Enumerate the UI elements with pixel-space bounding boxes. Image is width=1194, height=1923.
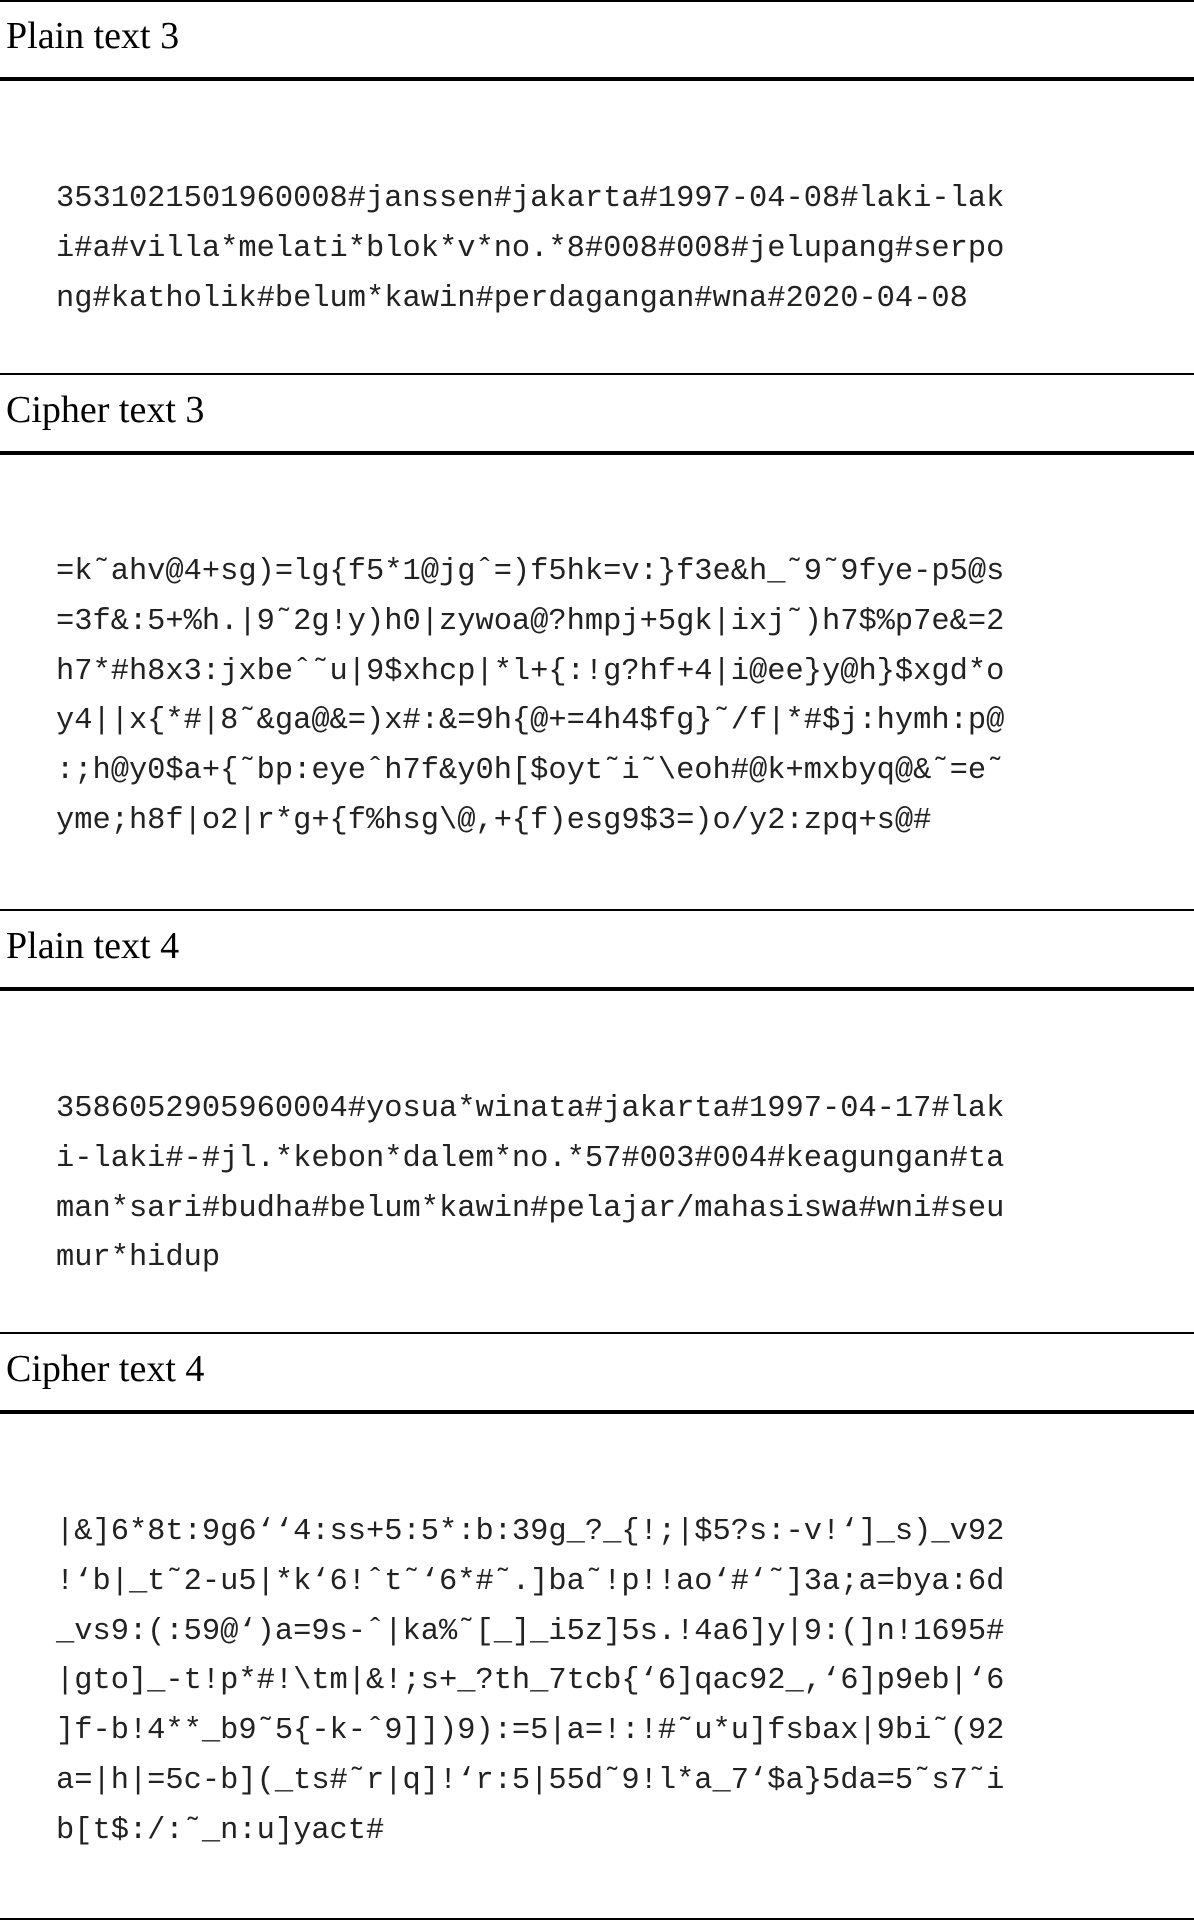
top-rule	[0, 0, 1194, 2]
section-heading-cipher-text-4: Cipher text 4	[6, 1348, 205, 1390]
text-line: 3586052905960004#yosua*winata#jakarta#19…	[56, 1092, 1005, 1126]
section-heading-plain-text-3: Plain text 3	[6, 15, 180, 57]
text-line: =k˜ahv@4+sg)=lg{f5*1@jgˆ=)f5hk=v:}f3e&h_…	[56, 555, 1005, 589]
plain-text-3-block: 3531021501960008#janssen#jakarta#1997-04…	[56, 175, 1156, 324]
text-line: ng#katholik#belum*kawin#perdagangan#wna#…	[56, 281, 968, 316]
cipher-text-3-block: =k˜ahv@4+sg)=lg{f5*1@jgˆ=)f5hk=v:}f3e&h_…	[56, 548, 1156, 847]
plain-text-4-block: 3586052905960004#yosua*winata#jakarta#19…	[56, 1085, 1156, 1284]
section-heading-cipher-text-3: Cipher text 3	[6, 389, 205, 431]
section-divider-rule	[0, 373, 1194, 375]
cipher-text-4-block: |&]6*8t:9g6‘‘4:ss+5:5*:b:39g_?_{!;|$5?s:…	[56, 1508, 1156, 1857]
text-line: |gto]_-t!p*#!\tm|&!;s+_?th_7tcb{‘6]qac92…	[56, 1664, 1005, 1699]
heading-rule	[0, 77, 1194, 81]
section-divider-rule	[0, 909, 1194, 911]
text-line: _vs9:(:59@‘)a=9s-ˆ|ka%˜[_]_i5z]5s.!4a6]y…	[56, 1614, 1005, 1649]
bottom-rule	[0, 1918, 1194, 1920]
heading-rule	[0, 451, 1194, 455]
section-divider-rule	[0, 1332, 1194, 1334]
text-line: h7*#h8x3:jxbeˆ˜u|9$xhcp|*l+{:!g?hf+4|i@e…	[56, 654, 1005, 689]
heading-rule	[0, 1410, 1194, 1414]
text-line: man*sari#budha#belum*kawin#pelajar/mahas…	[56, 1191, 1005, 1226]
text-line: yme;h8f|o2|r*g+{f%hsg\@,+{f)esg9$3=)o/y2…	[56, 803, 932, 838]
text-line: y4||x{*#|8˜&ga@&=)x#:&=9h{@+=4h4$fg}˜/f|…	[56, 704, 1005, 739]
text-line: :;h@y0$a+{˜bp:eyeˆh7f&y0h[$oyt˜i˜\eoh#@k…	[56, 754, 1005, 789]
text-line: ]f-b!4**_b9˜5{-k-ˆ9]])9):=5|a=!:!#˜u*u]f…	[56, 1714, 1005, 1749]
text-line: =3f&:5+%h.|9˜2g!y)h0|zywoa@?hmpj+5gk|ixj…	[56, 604, 1005, 639]
text-line: b[t$:/:˜_n:u]yact#	[56, 1813, 385, 1848]
text-line: !‘b|_t˜2-u5|*k‘6!ˆt˜‘6*#˜.]ba˜!p!!ao‘#‘˜…	[56, 1564, 1005, 1599]
heading-rule	[0, 987, 1194, 991]
text-line: i#a#villa*melati*blok*v*no.*8#008#008#je…	[56, 231, 1005, 266]
text-line: i-laki#-#jl.*kebon*dalem*no.*57#003#004#…	[56, 1141, 1005, 1176]
text-line: |&]6*8t:9g6‘‘4:ss+5:5*:b:39g_?_{!;|$5?s:…	[56, 1515, 1005, 1549]
section-heading-plain-text-4: Plain text 4	[6, 925, 180, 967]
text-line: 3531021501960008#janssen#jakarta#1997-04…	[56, 182, 1005, 216]
text-line: a=|h|=5c-b](_ts#˜r|q]!‘r:5|55d˜9!l*a_7‘$…	[56, 1763, 1005, 1798]
text-line: mur*hidup	[56, 1241, 221, 1276]
